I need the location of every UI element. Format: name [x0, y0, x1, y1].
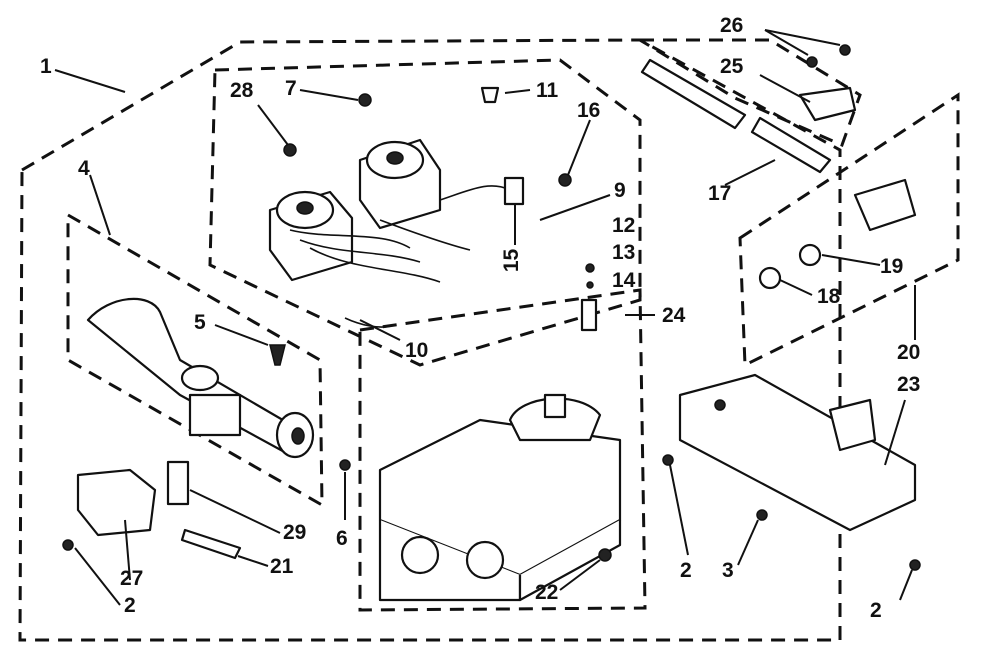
valve-body [378, 393, 622, 602]
part-19 [798, 243, 822, 267]
screw-3 [756, 509, 768, 521]
part-12 [585, 263, 595, 273]
label-13: 13 [612, 241, 636, 264]
screw-28 [283, 143, 297, 157]
screw-26b [839, 44, 851, 56]
screw-2-mid [662, 454, 674, 466]
burner-outline-4 [66, 212, 324, 508]
part-29 [166, 460, 190, 506]
bracket-25 [798, 86, 857, 122]
label-10: 10 [405, 339, 429, 362]
part-22 [598, 548, 612, 562]
part-14 [580, 298, 598, 332]
label-2-mid: 2 [680, 559, 692, 582]
label-12: 12 [612, 214, 636, 237]
label-2-right: 2 [870, 599, 882, 622]
leader-lines [54, 29, 916, 606]
screw-2-right [909, 559, 921, 571]
label-1: 1 [40, 55, 52, 78]
label-24: 24 [662, 304, 686, 327]
label-6: 6 [336, 527, 348, 550]
label-28: 28 [230, 79, 254, 102]
label-27: 27 [120, 567, 144, 590]
label-9: 9 [614, 179, 626, 202]
label-22: 22 [535, 581, 559, 604]
label-29: 29 [283, 521, 307, 544]
tube-outline [634, 38, 862, 148]
label-16: 16 [577, 99, 601, 122]
screw-26a [806, 56, 818, 68]
label-19: 19 [880, 255, 904, 278]
mounting-bracket-23 [678, 373, 917, 532]
label-15: 15 [500, 248, 524, 273]
part-18 [758, 266, 782, 290]
label-3: 3 [722, 559, 734, 582]
label-7: 7 [285, 77, 297, 100]
part-13 [586, 281, 594, 289]
label-17: 17 [708, 182, 732, 205]
screw-16 [558, 173, 572, 187]
screw-5 [269, 344, 286, 366]
bracket-27 [76, 468, 157, 537]
tube-17 [750, 116, 832, 174]
part-21 [180, 528, 242, 560]
label-23: 23 [897, 373, 921, 396]
part-11 [480, 86, 500, 104]
assembly-outline-1 [18, 38, 842, 642]
label-20: 20 [897, 341, 921, 364]
label-21: 21 [270, 555, 294, 578]
label-4: 4 [78, 157, 90, 180]
label-5: 5 [194, 311, 206, 334]
valve-coils [268, 138, 525, 283]
screw-2-left [62, 539, 74, 551]
igniter-top [853, 178, 917, 232]
label-14: 14 [612, 269, 636, 292]
label-25: 25 [720, 55, 744, 78]
label-26: 26 [720, 14, 744, 37]
coil-outline-9 [208, 58, 642, 367]
burner-tube [86, 297, 315, 459]
screw-6 [339, 459, 351, 471]
valve-outline-24 [358, 288, 647, 612]
tube-upper [640, 58, 747, 130]
label-11: 11 [536, 79, 559, 102]
label-18: 18 [817, 285, 841, 308]
screw-7 [358, 93, 372, 107]
label-2-left: 2 [124, 594, 136, 617]
igniter-outline-20 [738, 92, 960, 368]
